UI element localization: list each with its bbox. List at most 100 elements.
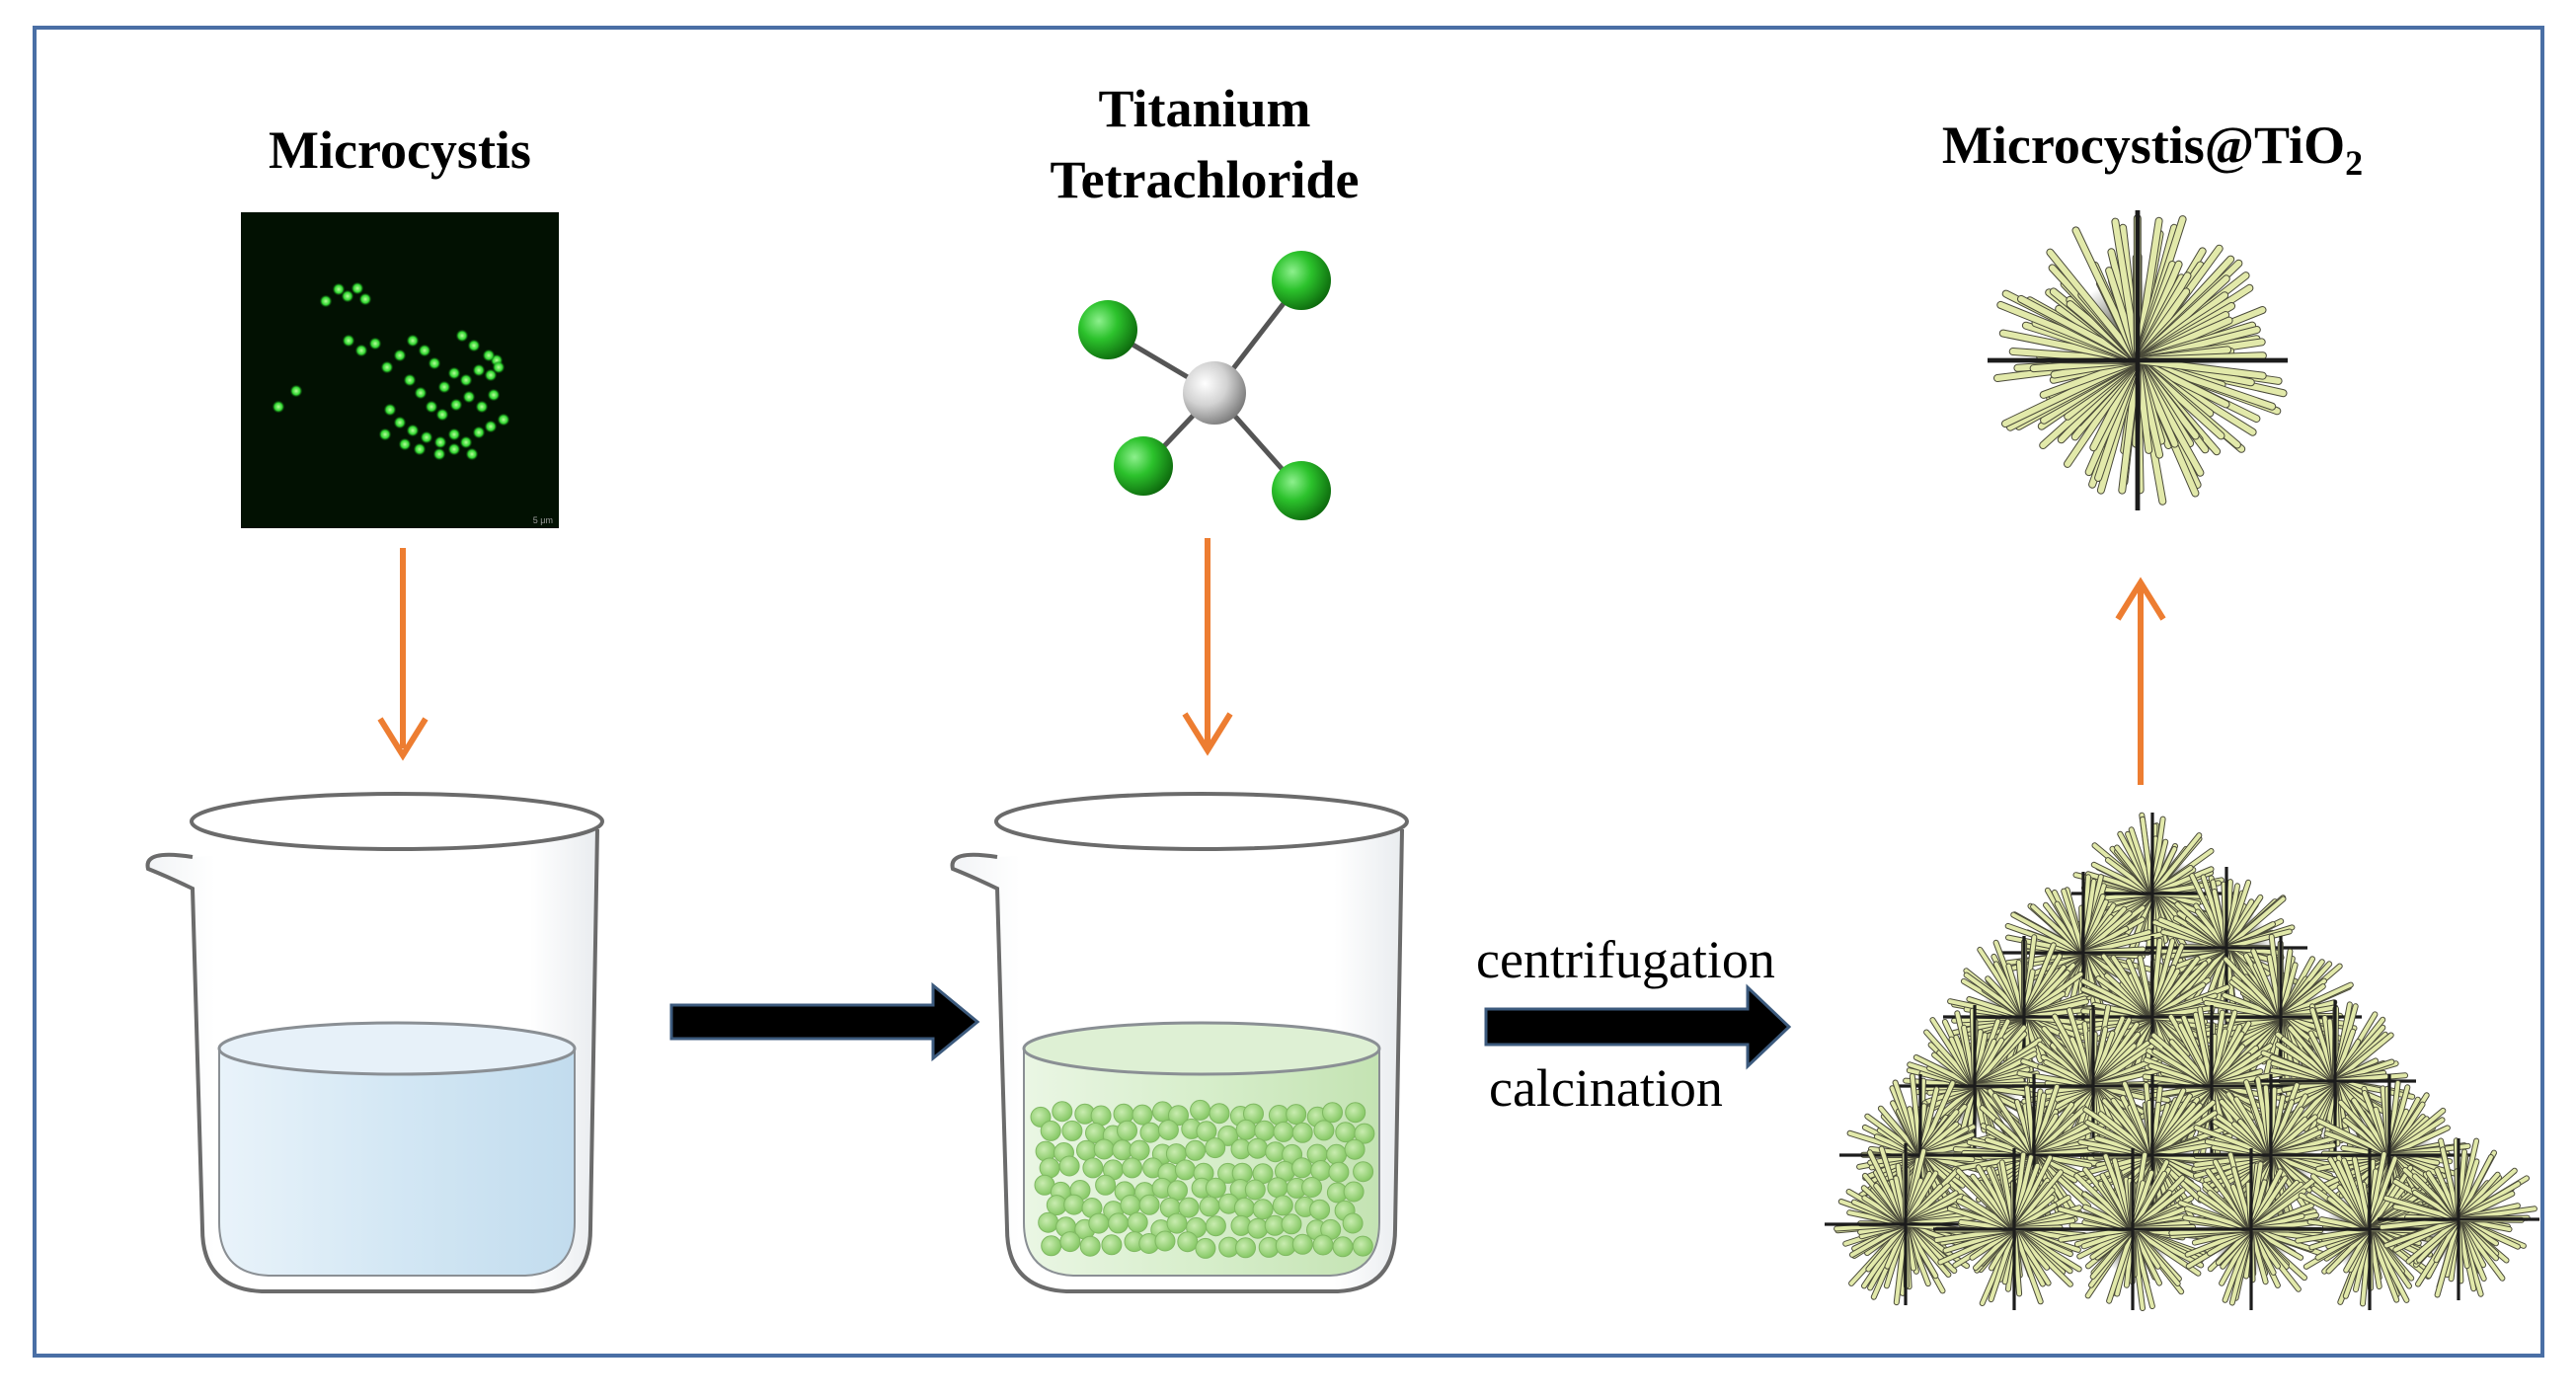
cyanobacteria-cell: [380, 360, 394, 374]
microcystis-particle: [1267, 1177, 1288, 1199]
microcystis-particle: [1233, 1197, 1255, 1218]
microcystis-particle: [1205, 1215, 1226, 1237]
microcystis-particle: [1185, 1139, 1207, 1161]
titanium-atom: [1183, 361, 1246, 425]
cyanobacteria-cell: [437, 380, 451, 394]
microcystis-particle: [1291, 1233, 1313, 1255]
microcystis-particle: [1342, 1212, 1364, 1234]
cyanobacteria-cell: [447, 428, 461, 441]
microcystis-particle: [1291, 1122, 1313, 1143]
cyanobacteria-cell: [358, 292, 372, 306]
cyanobacteria-cell: [272, 400, 285, 414]
microcystis-particle: [1252, 1199, 1274, 1220]
microcystis-particle: [1190, 1099, 1211, 1121]
microcystis-particle: [1312, 1234, 1334, 1256]
microcystis-particle: [1344, 1138, 1366, 1160]
cyanobacteria-cell: [497, 413, 510, 427]
microcystis-particle: [1343, 1181, 1365, 1203]
microcystis-particle: [1247, 1217, 1269, 1239]
microcystis-particle: [1088, 1212, 1110, 1234]
microcystis-particle: [1332, 1236, 1354, 1258]
microcystis-particle: [1090, 1105, 1112, 1127]
cyanobacteria-cell: [492, 360, 506, 374]
chlorine-atom: [1272, 251, 1331, 310]
microcystis-particle: [1291, 1157, 1313, 1179]
microcystis-particle: [1301, 1177, 1323, 1198]
microcystis-particle: [1082, 1157, 1104, 1179]
cyanobacteria-cell: [319, 294, 333, 308]
microcystis-particle: [1061, 1120, 1083, 1141]
cyanobacteria-cell: [447, 366, 461, 380]
tio2-urchin-sphere: [1988, 210, 2288, 510]
microcystis-particle: [1335, 1122, 1357, 1143]
tio2-urchin-aggregate: [1825, 812, 2539, 1311]
cyanobacteria-cell: [289, 384, 303, 398]
microcystis-particle: [1168, 1105, 1189, 1127]
microcystis-particle: [1127, 1211, 1148, 1233]
microcystis-particle: [1205, 1137, 1226, 1159]
microcystis-particle: [1113, 1103, 1134, 1125]
cyanobacteria-cell: [472, 363, 486, 377]
product-label: Microcystis@TiO2: [1856, 114, 2449, 185]
arrow-transfer: [669, 981, 980, 1062]
cyanobacteria-cell: [418, 344, 431, 357]
microcystis-particle: [1345, 1102, 1366, 1124]
microcystis-particle: [1041, 1235, 1062, 1257]
cyanobacteria-cell: [393, 349, 407, 362]
microcystis-particle: [1138, 1194, 1160, 1215]
microcystis-particle: [1235, 1119, 1257, 1140]
arrow-process: [1484, 983, 1792, 1070]
cyanobacteria-cell: [465, 447, 479, 461]
cyanobacteria-cell: [432, 447, 446, 461]
chlorine-atom: [1114, 436, 1173, 496]
microcystis-particle: [1272, 1195, 1293, 1216]
microcystis-micrograph: 5 μm: [241, 212, 559, 528]
titanium-label-line1: Titanium: [1098, 79, 1311, 138]
microcystis-particle: [1199, 1196, 1220, 1217]
chlorine-atom: [1078, 300, 1137, 359]
microcystis-particle: [1139, 1122, 1161, 1143]
microcystis-particle: [1122, 1157, 1142, 1179]
cyanobacteria-cell: [459, 373, 473, 387]
microcystis-particle: [1254, 1120, 1276, 1141]
microcystis-particle: [1076, 1139, 1097, 1161]
tio2-urchin: [1825, 1143, 1987, 1306]
cyanobacteria-cell: [403, 373, 417, 387]
microcystis-particle: [1063, 1194, 1085, 1215]
microcystis-particle: [1058, 1155, 1080, 1177]
cyanobacteria-cell: [435, 408, 449, 422]
cyanobacteria-cell: [383, 403, 397, 417]
cyanobacteria-cell: [351, 281, 364, 295]
microcystis-particle: [1154, 1230, 1176, 1252]
microcystis-particle: [1038, 1211, 1059, 1233]
tio2-urchin: [2052, 1148, 2216, 1311]
cyanobacteria-cell: [449, 398, 463, 412]
product-label-main: Microcystis@TiO: [1941, 116, 2346, 175]
microcystis-label: Microcystis: [269, 120, 531, 180]
cyanobacteria-cell: [332, 282, 346, 296]
microcystis-particle: [1108, 1212, 1130, 1234]
microcystis-particle: [1117, 1120, 1137, 1141]
microcystis-particle: [1326, 1143, 1348, 1165]
beaker-with-particles: [950, 792, 1409, 1293]
titanium-label-line2: Tetrachloride: [1050, 150, 1360, 209]
calcination-label: calcination: [1489, 1058, 1723, 1118]
tio2-urchin: [2199, 933, 2362, 1100]
arrow-microcystis-to-beaker: [377, 548, 429, 761]
cyanobacteria-cell: [420, 430, 433, 444]
microcystis-particle: [1079, 1235, 1101, 1257]
centrifugation-label: centrifugation: [1476, 930, 1775, 989]
microcystis-particle: [1352, 1235, 1373, 1257]
microcystis-particle: [1247, 1137, 1269, 1159]
microcystis-particle: [1195, 1237, 1216, 1259]
microcystis-particle: [1059, 1231, 1081, 1253]
microcystis-particle: [1101, 1234, 1123, 1256]
cyanobacteria-cell: [393, 416, 407, 429]
microcystis-particle: [1174, 1159, 1196, 1181]
arrow-ticl4-to-beaker: [1182, 538, 1233, 756]
microcystis-particle: [1177, 1231, 1199, 1253]
product-label-subscript: 2: [2345, 142, 2364, 183]
microcystis-particle: [1157, 1120, 1179, 1140]
cyanobacteria-cell: [413, 442, 427, 456]
